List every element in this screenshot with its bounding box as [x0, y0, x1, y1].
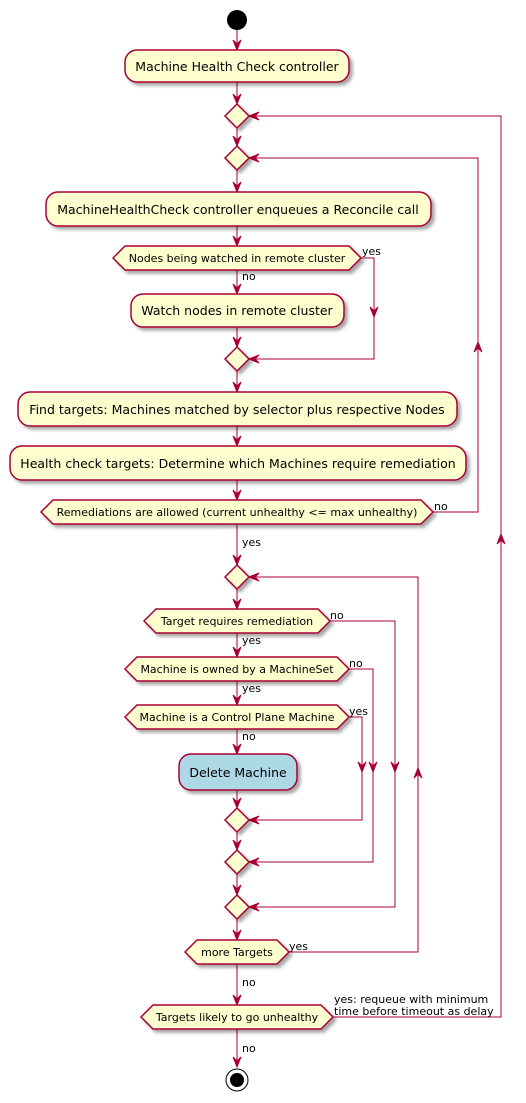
arrowhead	[232, 283, 242, 296]
activity-mhc-controller: Machine Health Check controller	[124, 49, 350, 83]
branch-label-no: no	[434, 500, 448, 513]
decision-target-requires-remediation: Target requires remediation	[142, 608, 332, 634]
decision-label: Target requires remediation	[160, 615, 313, 628]
branch-label-no: no	[242, 976, 256, 989]
arrowhead	[232, 336, 242, 349]
decision-remediations-allowed: Remediations are allowed (current unheal…	[39, 499, 435, 525]
arrowhead	[232, 994, 242, 1007]
arrowhead	[232, 435, 242, 448]
arrowhead	[247, 354, 260, 364]
merge-diamond	[223, 893, 251, 921]
branch-labels: yes no no yes no yes no yes yes no yes n…	[242, 245, 494, 1055]
arrowhead	[247, 572, 260, 582]
arrowhead	[232, 743, 242, 756]
arrowhead	[232, 929, 242, 942]
merge-diamond	[223, 345, 251, 373]
arrowhead	[232, 235, 242, 248]
merge-diamond	[223, 563, 251, 591]
arrowhead	[232, 646, 242, 659]
decision-label: Nodes being watched in remote cluster	[129, 252, 346, 265]
activity-watch-nodes: Watch nodes in remote cluster	[130, 293, 345, 328]
merge-diamond	[223, 806, 251, 834]
edge-likely-yes-loop	[249, 115, 502, 1018]
arrowhead	[232, 39, 242, 52]
arrowhead	[368, 761, 378, 774]
arrowhead	[247, 902, 260, 912]
arrowhead	[232, 381, 242, 394]
arrowhead	[232, 135, 242, 148]
arrowhead	[232, 694, 242, 707]
arrowhead	[247, 153, 260, 163]
decision-more-targets: more Targets	[183, 939, 291, 965]
arrowhead	[232, 554, 242, 567]
activity-health-check: Health check targets: Determine which Ma…	[9, 445, 467, 481]
branch-label-no: no	[349, 657, 363, 670]
arrowhead	[496, 532, 506, 545]
decision-label: Targets likely to go unhealthy	[155, 1011, 319, 1024]
decision-control-plane-machine: Machine is a Control Plane Machine	[123, 704, 351, 730]
decision-owned-by-machineset: Machine is owned by a MachineSet	[123, 656, 351, 682]
decision-label: more Targets	[201, 946, 273, 959]
activity-label: MachineHealthCheck controller enqueues a…	[57, 202, 419, 217]
activity-enqueue-reconcile: MachineHealthCheck controller enqueues a…	[45, 191, 432, 227]
merge-diamond	[223, 144, 251, 172]
arrowheads	[232, 39, 506, 1069]
merge-diamond	[223, 102, 251, 130]
edges	[236, 30, 502, 1067]
activity-label: Machine Health Check controller	[135, 59, 339, 74]
arrowhead	[232, 489, 242, 502]
arrowhead	[232, 598, 242, 611]
arrowhead	[232, 181, 242, 194]
edge-target-no	[249, 620, 396, 908]
edge-nodes-watched-yes	[249, 257, 375, 360]
end-node	[225, 1068, 249, 1092]
arrowhead	[247, 815, 260, 825]
activity-label: Delete Machine	[189, 765, 287, 780]
branch-label-yes: yes	[242, 682, 261, 695]
branch-label-yes: yes	[242, 634, 261, 647]
branch-label-yes: yes	[289, 940, 308, 953]
branch-label-no: no	[242, 1042, 256, 1055]
branch-label-no: no	[242, 730, 256, 743]
arrowhead	[357, 761, 367, 774]
decision-nodes-watched: Nodes being watched in remote cluster	[111, 245, 363, 271]
arrowhead	[369, 306, 379, 319]
arrowhead	[390, 761, 400, 774]
branch-label-yes: yes	[349, 705, 368, 718]
activity-label: Find targets: Machines matched by select…	[29, 402, 444, 417]
arrowhead	[232, 93, 242, 106]
decision-label: Machine is a Control Plane Machine	[139, 711, 334, 724]
activity-delete-machine: Delete Machine	[178, 753, 298, 791]
arrowhead	[247, 111, 260, 121]
activity-label: Watch nodes in remote cluster	[141, 303, 333, 318]
activity-label: Health check targets: Determine which Ma…	[20, 456, 455, 471]
decision-label: Machine is owned by a MachineSet	[140, 663, 334, 676]
branch-label-yes: yes	[242, 536, 261, 549]
edge-more-yes-loop	[249, 576, 419, 953]
branch-label-yes-requeue: yes: requeue with minimum	[334, 993, 488, 1006]
edge-remediations-no-loop	[249, 157, 479, 513]
arrowhead	[413, 766, 423, 779]
branch-label-no: no	[242, 270, 256, 283]
branch-label-no: no	[330, 609, 344, 622]
branch-label-yes: yes	[362, 245, 381, 258]
arrowhead	[232, 839, 242, 852]
merge-diamond	[223, 848, 251, 876]
decision-label: Remediations are allowed (current unheal…	[57, 506, 418, 519]
decision-likely-unhealthy: Targets likely to go unhealthy	[139, 1004, 335, 1030]
branch-label-yes-requeue-line2: time before timeout as delay	[334, 1005, 494, 1018]
start-node	[227, 10, 247, 30]
arrowhead	[232, 797, 242, 810]
arrowhead	[247, 857, 260, 867]
arrowhead	[232, 884, 242, 897]
arrowhead	[232, 1056, 242, 1069]
arrowhead	[473, 340, 483, 353]
activity-find-targets: Find targets: Machines matched by select…	[17, 391, 458, 427]
